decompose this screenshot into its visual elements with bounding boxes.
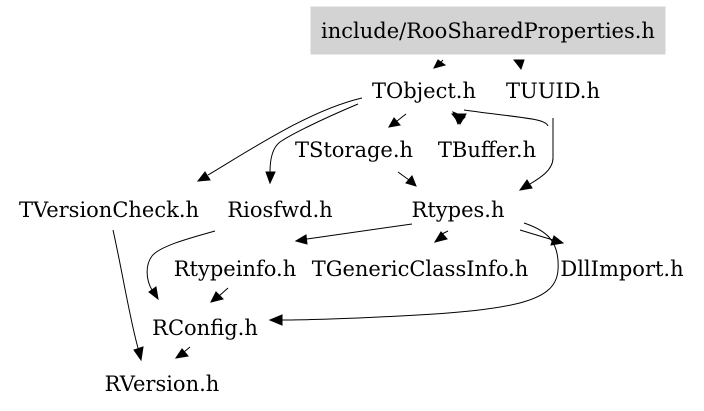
arrowhead xyxy=(450,113,467,125)
node-tbuffer[interactable]: TBuffer.h xyxy=(438,138,536,162)
edge-root-to-tuuid xyxy=(512,59,525,71)
node-label: TStorage.h xyxy=(295,138,413,162)
node-label: Rtypes.h xyxy=(412,198,505,222)
edge-tuuid-to-rtypes xyxy=(518,118,554,191)
node-tstorage[interactable]: TStorage.h xyxy=(295,138,413,162)
node-label: DllImport.h xyxy=(560,257,683,281)
node-tobject[interactable]: TObject.h xyxy=(372,79,476,103)
arrowhead xyxy=(518,179,533,191)
edge-line xyxy=(218,287,229,297)
edge-line xyxy=(269,103,359,173)
node-label: RConfig.h xyxy=(152,316,258,340)
node-root[interactable]: include/RooSharedProperties.h xyxy=(310,6,666,55)
edges-layer xyxy=(112,59,565,362)
root-node-box xyxy=(310,6,666,55)
arrowhead xyxy=(265,171,276,185)
arrowhead xyxy=(268,314,283,326)
node-label: Rtypeinfo.h xyxy=(174,257,296,281)
edge-tobject-to-tversioncheck xyxy=(196,97,363,182)
edge-root-to-tobject xyxy=(433,59,447,69)
edge-line xyxy=(306,223,413,240)
arrowhead xyxy=(210,291,224,303)
node-dllimport[interactable]: DllImport.h xyxy=(560,257,683,281)
edge-line xyxy=(519,229,554,241)
edge-line xyxy=(183,346,191,353)
edge-line xyxy=(281,222,559,321)
node-label: TVersionCheck.h xyxy=(19,198,199,222)
node-rtypeinfo[interactable]: Rtypeinfo.h xyxy=(174,257,296,281)
arrowhead xyxy=(133,346,144,362)
edge-riosfwd-to-rconfig xyxy=(146,230,216,301)
edge-line xyxy=(463,109,549,127)
edge-rtypes-to-rconfig xyxy=(268,222,559,326)
arrowhead xyxy=(148,286,159,301)
arrowhead xyxy=(433,59,447,69)
arrowhead xyxy=(294,234,308,245)
arrowhead xyxy=(196,171,211,182)
node-label: TUUID.h xyxy=(506,79,600,103)
edge-line xyxy=(441,230,449,235)
edge-tobject-to-tstorage xyxy=(388,113,407,128)
edge-tversioncheck-to-rversion xyxy=(112,229,144,362)
edge-rtypes-to-rtypeinfo xyxy=(294,223,413,245)
edge-line xyxy=(397,171,410,181)
arrowhead xyxy=(388,117,401,128)
node-label: Riosfwd.h xyxy=(227,198,332,222)
node-label: include/RooSharedProperties.h xyxy=(321,19,655,43)
node-tversioncheck[interactable]: TVersionCheck.h xyxy=(19,198,199,222)
edge-line xyxy=(396,113,407,122)
node-label: RVersion.h xyxy=(105,372,220,396)
node-riosfwd[interactable]: Riosfwd.h xyxy=(227,198,332,222)
node-label: TGenericClassInfo.h xyxy=(312,257,529,281)
arrowhead xyxy=(512,59,525,71)
node-rconfig[interactable]: RConfig.h xyxy=(152,316,258,340)
arrowhead xyxy=(174,348,189,359)
node-label: TBuffer.h xyxy=(438,138,536,162)
edge-tstorage-to-rtypes xyxy=(397,171,417,187)
node-tuuid[interactable]: TUUID.h xyxy=(506,79,600,103)
edge-rtypes-to-dllimport xyxy=(519,229,565,246)
edge-rtypes-to-tgenericclassinfo xyxy=(433,230,449,243)
edge-line xyxy=(529,118,554,185)
arrowhead xyxy=(433,231,448,243)
node-tgenericclassinfo[interactable]: TGenericClassInfo.h xyxy=(312,257,529,281)
edge-rtypeinfo-to-rconfig xyxy=(210,287,229,303)
edge-line xyxy=(112,229,139,349)
edge-rconfig-to-rversion xyxy=(174,346,191,359)
arrowhead xyxy=(550,235,565,246)
arrowhead xyxy=(405,175,417,187)
edge-tobject-to-riosfwd xyxy=(265,103,359,185)
node-rtypes[interactable]: Rtypes.h xyxy=(412,198,505,222)
edge-tobject-to-rtypes xyxy=(463,109,549,127)
edge-line xyxy=(146,230,216,291)
edge-line xyxy=(207,97,363,176)
node-label: TObject.h xyxy=(372,79,476,103)
node-rversion[interactable]: RVersion.h xyxy=(105,372,220,396)
